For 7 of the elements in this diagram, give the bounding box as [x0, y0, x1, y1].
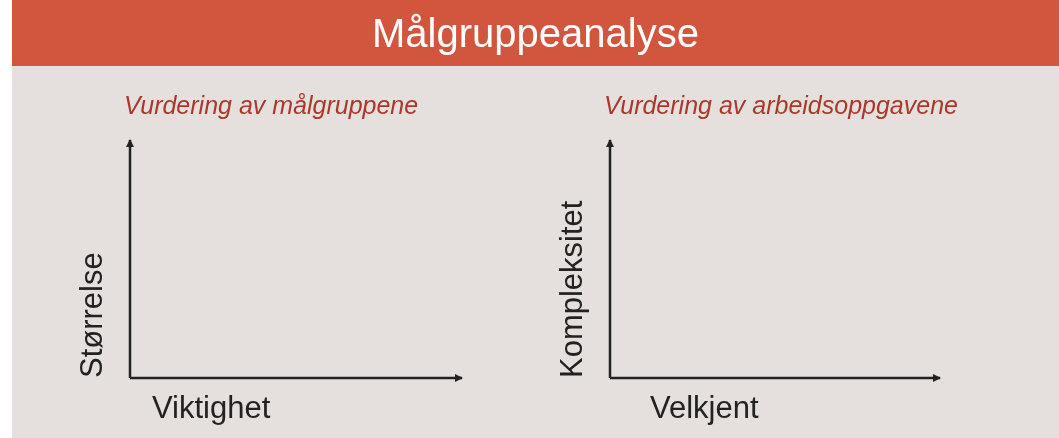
chart-subtitle: Vurdering av målgruppene	[124, 90, 419, 120]
chart-subtitle: Vurdering av arbeidsoppgavene	[604, 90, 958, 120]
x-axis-label: Velkjent	[650, 390, 759, 426]
x-axis-label: Viktighet	[152, 390, 271, 426]
y-axis-label: Størrelse	[74, 252, 110, 378]
y-axis-label: Kompleksitet	[554, 200, 590, 378]
title-text: Målgruppeanalyse	[372, 10, 699, 56]
